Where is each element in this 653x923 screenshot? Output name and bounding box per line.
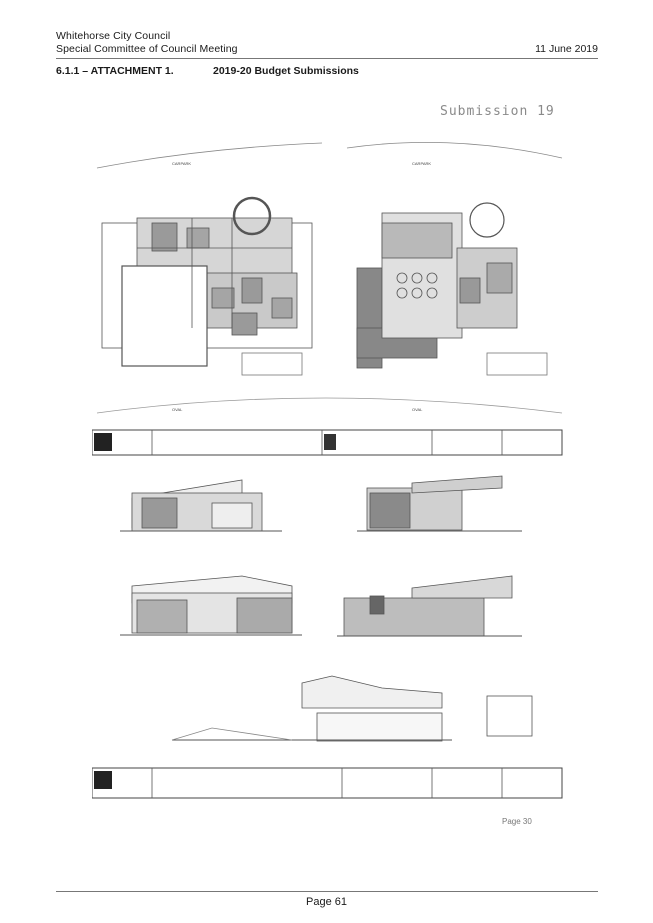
oval-label-left: OVAL [172,407,183,412]
header-date: 11 June 2019 [535,43,598,55]
architectural-drawing-scan: CARPARK CARPARK OVAL OVAL [92,142,563,799]
footer-page-number: Page 61 [306,896,347,908]
header-divider [56,58,598,59]
attachment-label: 6.1.1 – ATTACHMENT 1. [56,65,174,77]
scan-page-number: Page 30 [502,817,532,826]
carpark-label-left: CARPARK [172,161,191,166]
footer-divider [56,891,598,892]
header-org: Whitehorse City Council [56,30,171,42]
attachment-title: 2019-20 Budget Submissions [213,65,359,77]
carpark-label-right: CARPARK [412,161,431,166]
submission-label: Submission 19 [440,104,555,119]
oval-label-right: OVAL [412,407,423,412]
header-meeting: Special Committee of Council Meeting [56,43,238,55]
